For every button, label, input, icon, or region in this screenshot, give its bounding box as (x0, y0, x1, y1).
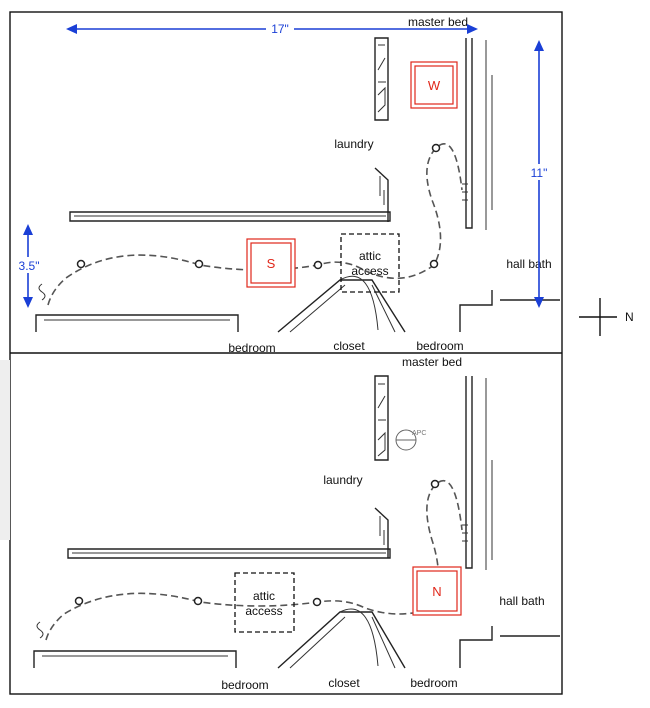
top-node (194, 259, 204, 269)
bottom-master-bed-label: master bed (402, 355, 462, 369)
bottom-closet-label: closet (328, 676, 360, 690)
top-bedroom-right-label: bedroom (416, 339, 463, 353)
bottom-laundry-corner (374, 507, 389, 558)
bottom-master-bed-walls (374, 375, 493, 570)
dimension-width: 17" (66, 20, 478, 36)
dimension-left-offset: 3.5" (14, 224, 44, 308)
dimension-height: 11" (526, 40, 552, 308)
top-node (76, 259, 86, 269)
bottom-plan: APC attic access N master bed (33, 355, 560, 692)
top-bedroom-left-label: bedroom (228, 341, 275, 355)
top-plan: attic access W S master bed laundry hall… (14, 15, 560, 355)
top-hall-bath-label: hall bath (506, 257, 551, 271)
apc-symbol-icon: APC (395, 429, 426, 451)
bottom-node (430, 479, 440, 489)
dimension-width-label: 17" (271, 22, 289, 36)
top-marker-s: S (246, 238, 296, 288)
bottom-laundry-label: laundry (323, 473, 362, 487)
top-hall-wall (69, 211, 391, 222)
top-squiggle-icon (38, 283, 46, 301)
bottom-hall-bath-label: hall bath (499, 594, 544, 608)
top-closet-label: closet (333, 339, 365, 353)
bottom-node (74, 596, 84, 606)
top-laundry-corner (374, 167, 389, 222)
top-node (313, 260, 323, 270)
bottom-attic-label-2: access (245, 604, 282, 618)
apc-label: APC (412, 430, 426, 437)
top-master-bed-label: master bed (408, 15, 468, 29)
top-attic-access (340, 233, 400, 293)
bottom-hall-wall (67, 548, 391, 559)
compass: N (579, 298, 634, 336)
top-marker-w: W (410, 61, 458, 109)
top-marker-s-label: S (267, 256, 276, 271)
bottom-node (312, 597, 322, 607)
bottom-marker-n-label: N (432, 584, 441, 599)
top-bottom-walls (35, 275, 560, 333)
top-node (429, 259, 439, 269)
top-node (431, 143, 441, 153)
page-shadow (0, 360, 10, 540)
top-attic-label-1: attic (359, 249, 381, 263)
bottom-squiggle-icon (36, 621, 44, 639)
bottom-cable-route (45, 479, 463, 641)
bottom-attic-access (234, 572, 295, 633)
dimension-left-offset-label: 3.5" (19, 259, 40, 273)
bottom-bottom-walls (33, 608, 560, 669)
bottom-marker-n: N (412, 566, 462, 616)
dimension-height-label: 11" (531, 166, 548, 180)
top-attic-label-2: access (351, 264, 388, 278)
bottom-bedroom-right-label: bedroom (410, 676, 457, 690)
bottom-node (193, 596, 203, 606)
bottom-attic-label-1: attic (253, 589, 275, 603)
top-marker-w-label: W (428, 78, 441, 93)
compass-north-label: N (625, 310, 634, 324)
top-laundry-label: laundry (334, 137, 373, 151)
top-master-bed-walls (374, 37, 493, 230)
bottom-bedroom-left-label: bedroom (221, 678, 268, 692)
